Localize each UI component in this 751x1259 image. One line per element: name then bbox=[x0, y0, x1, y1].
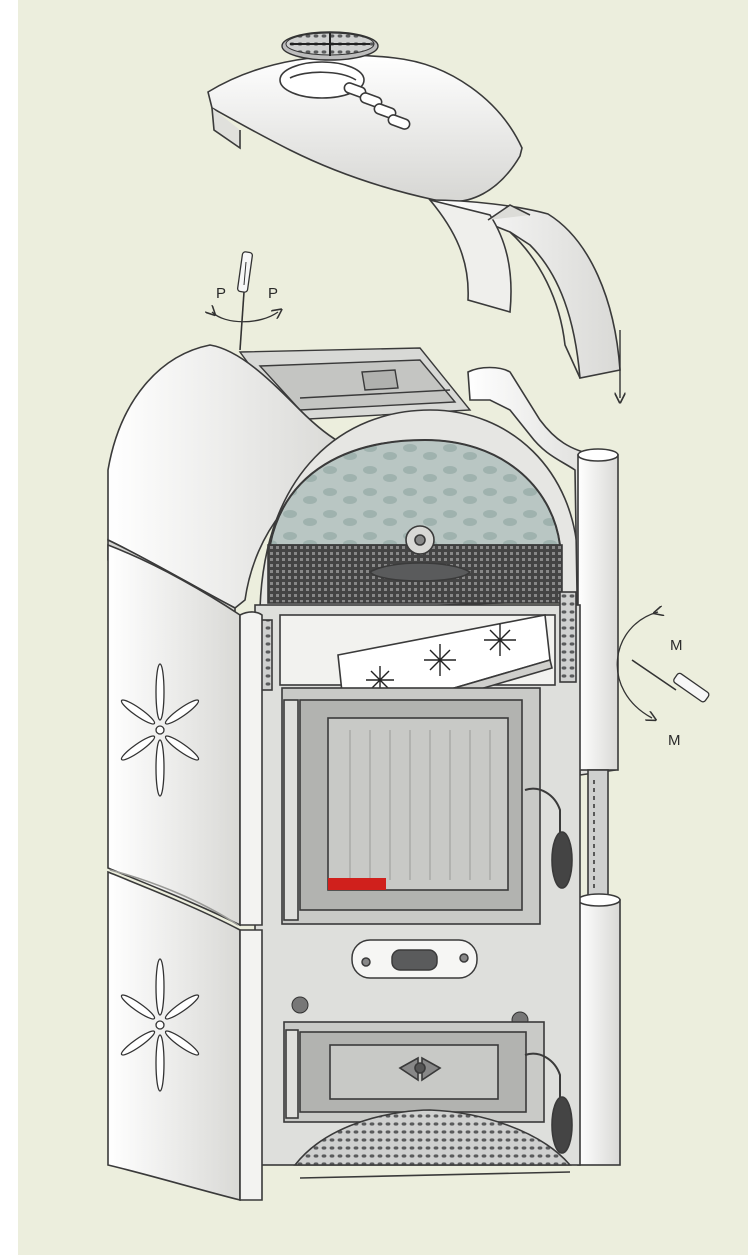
flue-cap bbox=[281, 31, 379, 61]
door-hinge bbox=[283, 699, 299, 921]
flue-opening bbox=[279, 61, 365, 99]
control-plate bbox=[351, 939, 478, 979]
star-flower-decoration bbox=[366, 624, 516, 694]
rotate-arrow-icon-m bbox=[616, 612, 658, 718]
flower-decoration-lower bbox=[120, 958, 200, 1092]
oven-handle bbox=[368, 562, 472, 582]
oven-arch bbox=[259, 409, 579, 613]
vent-right bbox=[559, 591, 577, 683]
firebox-door bbox=[281, 687, 573, 925]
air-knob-left bbox=[291, 996, 309, 1014]
door-handle bbox=[524, 787, 561, 840]
screwdriver-icon bbox=[237, 251, 253, 351]
label-m-top: M bbox=[670, 637, 683, 654]
ash-door bbox=[283, 1021, 573, 1154]
top-plate bbox=[238, 347, 472, 421]
label-p-left: P bbox=[216, 285, 226, 302]
left-side-panel-upper bbox=[107, 543, 263, 927]
vent-slots bbox=[343, 82, 411, 130]
firebox-logo bbox=[328, 878, 386, 890]
rotate-arrow-icon bbox=[212, 312, 278, 323]
right-column bbox=[467, 366, 621, 1166]
firebox-ribs bbox=[349, 730, 491, 880]
control-window bbox=[391, 949, 438, 971]
flower-decoration-upper bbox=[120, 663, 200, 797]
right-curved-panel bbox=[427, 198, 621, 379]
base bbox=[293, 1109, 572, 1179]
label-p-right: P bbox=[268, 285, 278, 302]
top-lid bbox=[207, 54, 523, 203]
label-m-bottom: M bbox=[668, 732, 681, 749]
door-handle-grip bbox=[551, 831, 573, 889]
